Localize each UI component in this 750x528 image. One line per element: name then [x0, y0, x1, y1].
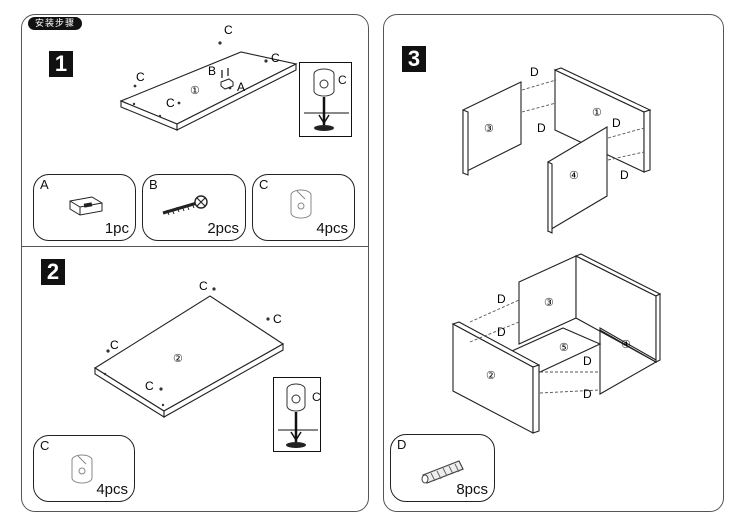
step3-label-d: D [537, 121, 546, 135]
page-title: 安装步骤 [28, 17, 82, 30]
step2-holes [103, 287, 270, 407]
step3-label-d: D [497, 292, 506, 306]
step3-bottom-box [451, 253, 662, 434]
step3-label-d: D [583, 354, 592, 368]
step1-label-c-bottom: C [166, 96, 175, 110]
step3-top-dashes [521, 79, 645, 161]
step3-label-d: D [583, 387, 592, 401]
cam-detail-box-step1: C [299, 62, 352, 137]
step1-label-c-right: C [271, 51, 280, 65]
step3-label-d: D [530, 65, 539, 79]
screw-icon [162, 195, 208, 216]
step3-panel-number: ③ [544, 297, 554, 309]
step2-part-number: ② [173, 353, 183, 365]
step3-label-d: D [620, 168, 629, 182]
step3-label-d: D [612, 116, 621, 130]
step1-label-b: B [208, 64, 216, 78]
hardware-letter: B [149, 177, 158, 192]
divider-step1-step2 [21, 246, 369, 247]
step3-bottom-dashes [469, 299, 601, 394]
step1-hardware [220, 68, 234, 90]
hardware-card-d: D 8pcs [390, 434, 495, 502]
hardware-letter: A [40, 177, 49, 192]
step-number-1: 1 [49, 51, 73, 77]
cam-lock-icon [71, 454, 93, 484]
step3-panel-number: ④ [621, 339, 631, 351]
hardware-letter: C [259, 177, 269, 192]
step1-label-c-left: C [136, 70, 145, 84]
cam-lock-icon [290, 189, 312, 219]
cam-detail-box-step2: C [273, 377, 321, 452]
hardware-card-c2: C 4pcs [33, 435, 135, 502]
step3-panel-number: ⑤ [559, 342, 569, 354]
hardware-letter: C [40, 438, 50, 453]
hardware-card-b: B 2pcs [142, 174, 246, 241]
cam-connector-icon [69, 196, 103, 216]
right-panel [383, 14, 724, 512]
step1-board [119, 51, 298, 131]
step3-panel-number: ① [592, 107, 602, 119]
step1-label-c-top: C [224, 23, 233, 37]
step3-panel-number: ④ [569, 170, 579, 182]
step2-label-c-left: C [110, 338, 119, 352]
step1-holes [132, 41, 268, 118]
part-label-c: C [312, 390, 321, 404]
step-number-2: 2 [41, 259, 65, 285]
hardware-count: 2pcs [207, 220, 239, 237]
step3-top-exploded [462, 67, 652, 234]
hardware-count: 4pcs [316, 220, 348, 237]
step1-part-number: ① [190, 85, 200, 97]
step3-panel-number: ② [486, 370, 496, 382]
hardware-card-a: A 1pc [33, 174, 136, 241]
step3-panel-number: ③ [484, 123, 494, 135]
left-panel [21, 14, 369, 512]
step2-label-c-right: C [273, 312, 282, 326]
hardware-letter: D [397, 437, 407, 452]
step-number-3: 3 [402, 46, 426, 72]
step2-label-c-bottom: C [145, 379, 154, 393]
step3-label-d: D [497, 325, 506, 339]
step2-board [93, 295, 285, 418]
hardware-count: 4pcs [96, 481, 128, 498]
step2-label-c-top: C [199, 279, 208, 293]
dowel-icon [421, 460, 464, 484]
hardware-count: 8pcs [456, 481, 488, 498]
hardware-count: 1pc [104, 220, 129, 237]
part-label-c: C [338, 73, 347, 87]
hardware-card-c: C 4pcs [252, 174, 355, 241]
step1-label-a: A [237, 80, 245, 94]
